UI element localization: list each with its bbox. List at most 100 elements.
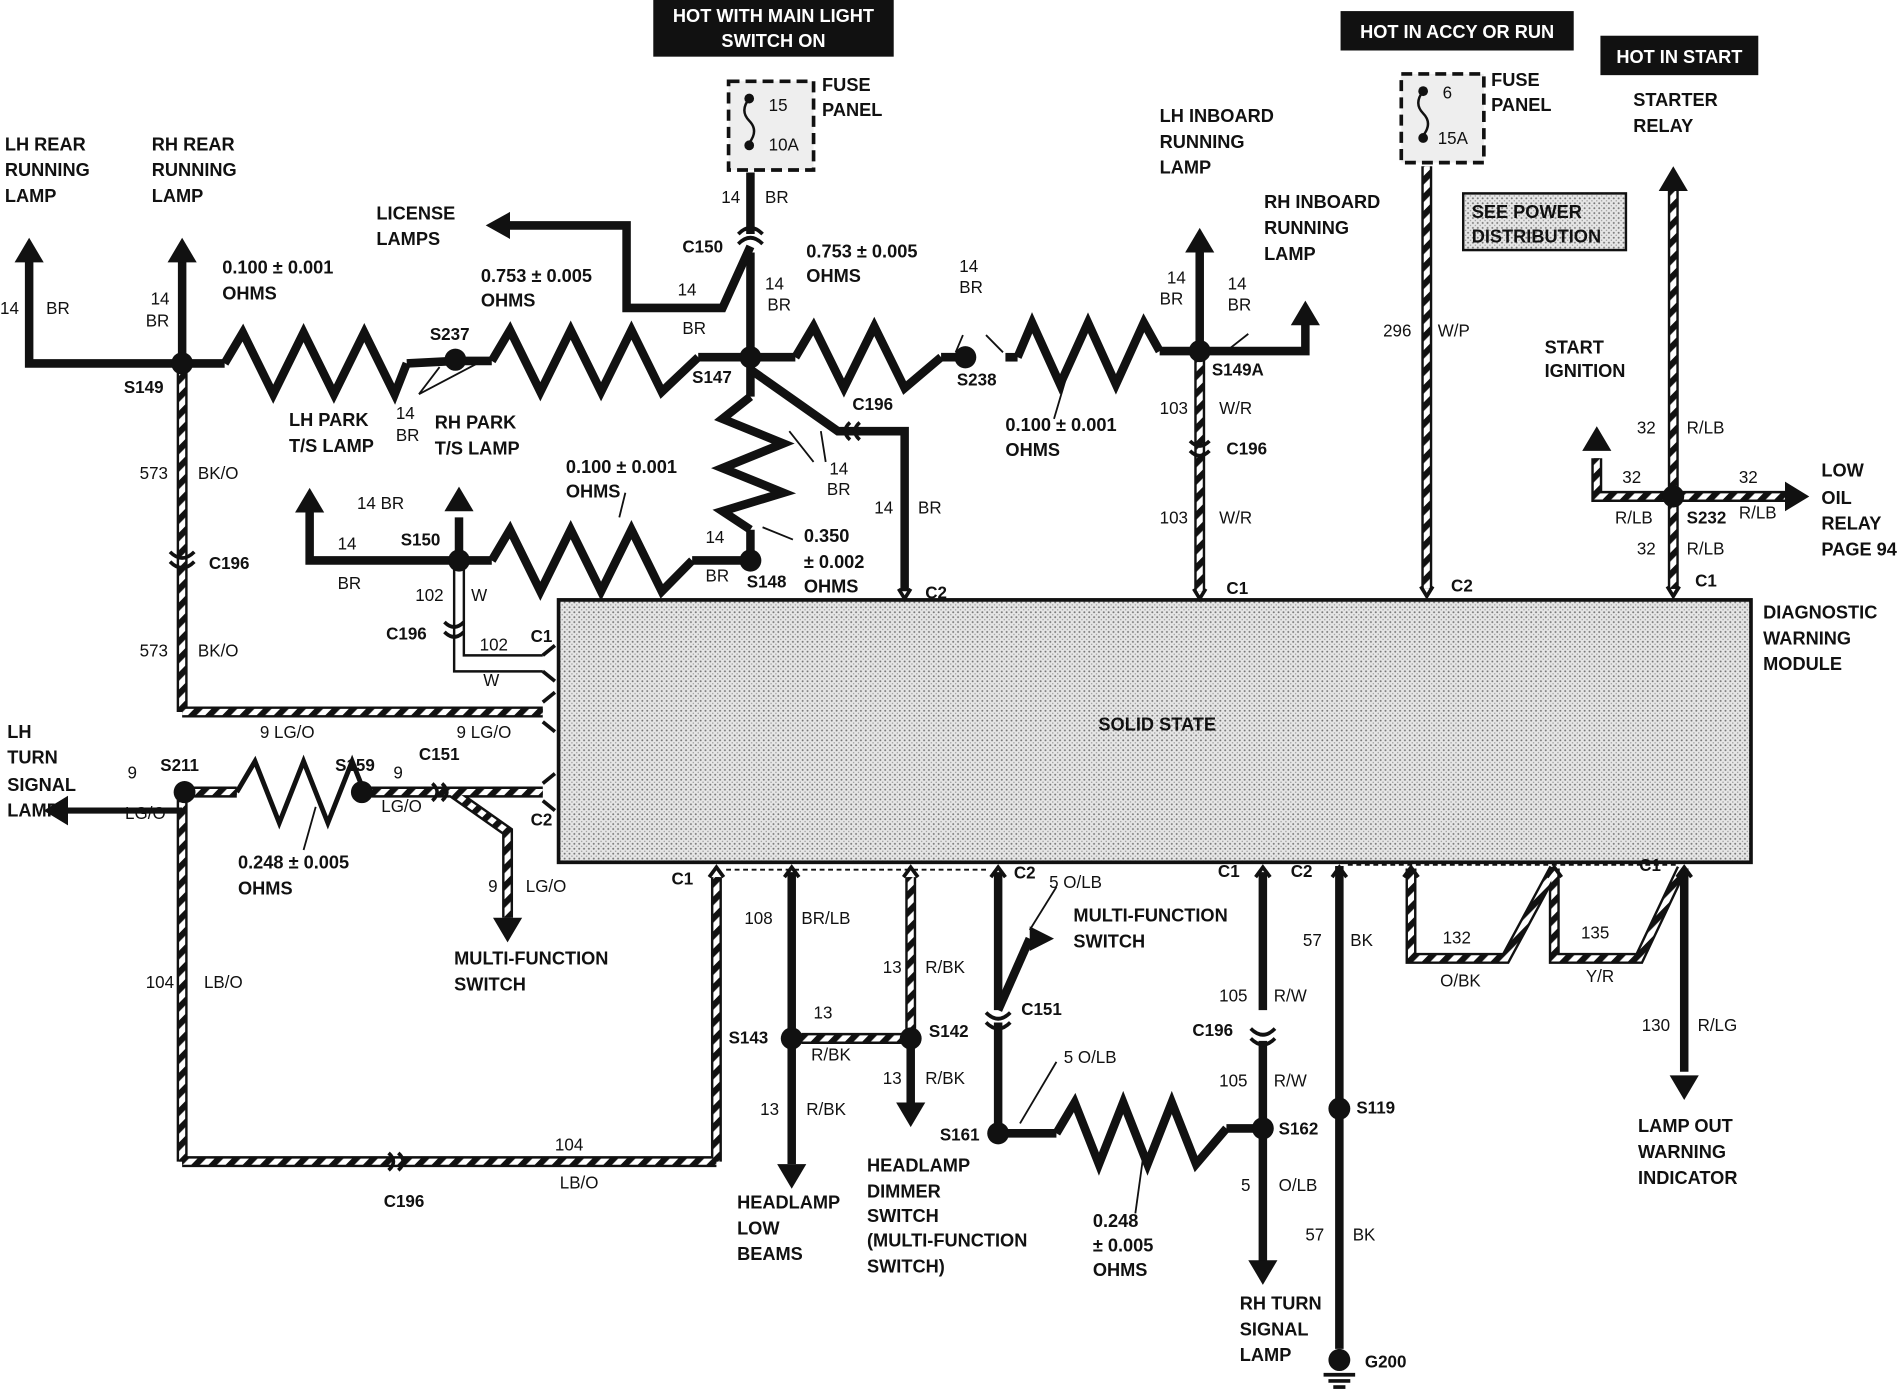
svg-text:LAMPS: LAMPS [376, 228, 440, 249]
svg-text:W/P: W/P [1438, 321, 1470, 340]
svg-text:LAMP: LAMP [7, 800, 59, 821]
svg-text:102: 102 [480, 635, 508, 654]
svg-text:R/BK: R/BK [925, 1069, 965, 1088]
svg-text:S142: S142 [929, 1022, 969, 1041]
svg-text:LH REAR: LH REAR [5, 133, 86, 154]
svg-text:R/BK: R/BK [925, 958, 965, 977]
svg-text:9 LG/O: 9 LG/O [260, 723, 315, 742]
svg-text:C2: C2 [1014, 863, 1036, 882]
svg-text:RH PARK: RH PARK [435, 412, 517, 433]
label-lh-park-ts-lamp: LH PARK T/S LAMP [289, 409, 374, 456]
svg-text:LOW: LOW [1821, 460, 1864, 481]
svg-text:14: 14 [1167, 268, 1186, 287]
resistor-label-r8: 0.248 ± 0.005 OHMS [1093, 1210, 1154, 1280]
svg-text:14: 14 [678, 281, 697, 300]
label-lamp-out-warning-indicator: LAMP OUT WARNING INDICATOR [1638, 1115, 1737, 1188]
svg-text:PAGE 94: PAGE 94 [1821, 538, 1897, 559]
svg-text:S211: S211 [160, 756, 199, 775]
svg-text:W/R: W/R [1219, 508, 1252, 527]
svg-text:BR: BR [1228, 295, 1252, 314]
solid-state-label: SOLID STATE [1098, 713, 1216, 734]
svg-text:296: 296 [1383, 321, 1411, 340]
svg-text:LG/O: LG/O [526, 877, 567, 896]
svg-text:LG/O: LG/O [125, 804, 166, 823]
svg-text:C2: C2 [1451, 576, 1473, 595]
svg-text:R/LB: R/LB [1615, 508, 1653, 527]
svg-text:HEADLAMP: HEADLAMP [867, 1154, 970, 1175]
label-rh-inboard-running-lamp: RH INBOARD RUNNING LAMP [1264, 191, 1380, 264]
svg-text:9 LG/O: 9 LG/O [457, 723, 512, 742]
svg-text:14: 14 [396, 404, 415, 423]
svg-text:BR: BR [765, 188, 789, 207]
arrowheads [14, 166, 1810, 1285]
svg-text:SIGNAL: SIGNAL [1240, 1318, 1309, 1339]
svg-text:BR: BR [396, 426, 420, 445]
svg-text:C151: C151 [1021, 1000, 1062, 1019]
svg-text:13: 13 [814, 1004, 833, 1023]
svg-text:108: 108 [744, 909, 772, 928]
svg-text:14: 14 [706, 528, 725, 547]
svg-text:BR: BR [46, 299, 70, 318]
label-starter-relay: STARTER RELAY [1633, 89, 1718, 136]
svg-text:5 O/LB: 5 O/LB [1064, 1048, 1117, 1067]
svg-text:14 BR: 14 BR [357, 494, 404, 513]
svg-text:FUSE: FUSE [822, 74, 871, 95]
svg-text:WARNING: WARNING [1763, 627, 1851, 648]
svg-text:OHMS: OHMS [1005, 439, 1060, 460]
svg-text:G200: G200 [1365, 1352, 1407, 1371]
svg-text:13: 13 [883, 958, 902, 977]
svg-text:RELAY: RELAY [1633, 115, 1693, 136]
svg-text:R/BK: R/BK [806, 1100, 846, 1119]
svg-text:15A: 15A [1438, 129, 1469, 148]
svg-text:C1: C1 [1226, 579, 1248, 598]
svg-text:14: 14 [151, 289, 170, 308]
svg-text:LICENSE: LICENSE [376, 202, 455, 223]
header-main-light: HOT WITH MAIN LIGHT SWITCH ON [653, 0, 894, 57]
label-multi-function-switch-2: MULTI-FUNCTION SWITCH [1073, 904, 1227, 951]
svg-text:5 O/LB: 5 O/LB [1049, 873, 1102, 892]
svg-text:HEADLAMP: HEADLAMP [737, 1191, 840, 1212]
svg-text:6: 6 [1443, 83, 1452, 102]
label-start-ignition: START IGNITION [1545, 336, 1626, 381]
svg-text:0.350: 0.350 [804, 525, 850, 546]
mfs2-lead [994, 936, 1034, 1012]
svg-text:HOT IN ACCY OR RUN: HOT IN ACCY OR RUN [1360, 21, 1554, 42]
svg-text:OHMS: OHMS [1093, 1259, 1148, 1280]
svg-text:BR: BR [338, 574, 362, 593]
resistor-lg-o [234, 754, 367, 830]
svg-text:STARTER: STARTER [1633, 89, 1718, 110]
svg-text:14: 14 [338, 534, 357, 553]
svg-text:BR: BR [827, 480, 851, 499]
svg-text:O/LB: O/LB [1279, 1176, 1318, 1195]
label-headlamp-dimmer-switch: HEADLAMP DIMMER SWITCH (MULTI-FUNCTION S… [867, 1154, 1027, 1276]
label-lh-rear-running-lamp: LH REAR RUNNING LAMP [5, 133, 90, 206]
svg-text:LAMP: LAMP [1264, 243, 1316, 264]
svg-text:BEAMS: BEAMS [737, 1243, 803, 1264]
svg-text:S161: S161 [940, 1126, 980, 1145]
svg-text:C150: C150 [682, 237, 723, 256]
svg-text:104: 104 [146, 973, 175, 992]
svg-text:C196: C196 [384, 1192, 425, 1211]
svg-text:SWITCH ON: SWITCH ON [721, 30, 825, 51]
svg-text:C196: C196 [209, 554, 250, 573]
svg-text:LAMP: LAMP [5, 185, 57, 206]
svg-text:DIMMER: DIMMER [867, 1180, 941, 1201]
connector-labels: C150 C196 C196 C196 C196 C196 C196 C151 … [209, 237, 1717, 1211]
svg-text:T/S LAMP: T/S LAMP [289, 435, 374, 456]
svg-text:0.753 ± 0.005: 0.753 ± 0.005 [481, 265, 592, 286]
svg-text:R/W: R/W [1274, 1071, 1308, 1090]
svg-text:0.100 ± 0.001: 0.100 ± 0.001 [222, 256, 333, 277]
svg-text:104: 104 [555, 1135, 584, 1154]
svg-text:RH TURN: RH TURN [1240, 1292, 1322, 1313]
thin-w-wire [452, 566, 543, 673]
resistor-label-r2: 0.753 ± 0.005 OHMS [481, 265, 592, 311]
svg-text:9: 9 [393, 763, 402, 782]
svg-text:103: 103 [1160, 508, 1188, 527]
svg-text:105: 105 [1219, 986, 1247, 1005]
fuse-15: 15 10A FUSE PANEL [726, 74, 882, 172]
svg-text:R/LB: R/LB [1687, 419, 1725, 438]
svg-text:(MULTI-FUNCTION: (MULTI-FUNCTION [867, 1230, 1027, 1251]
svg-text:C196: C196 [852, 395, 893, 414]
svg-text:9: 9 [128, 763, 137, 782]
